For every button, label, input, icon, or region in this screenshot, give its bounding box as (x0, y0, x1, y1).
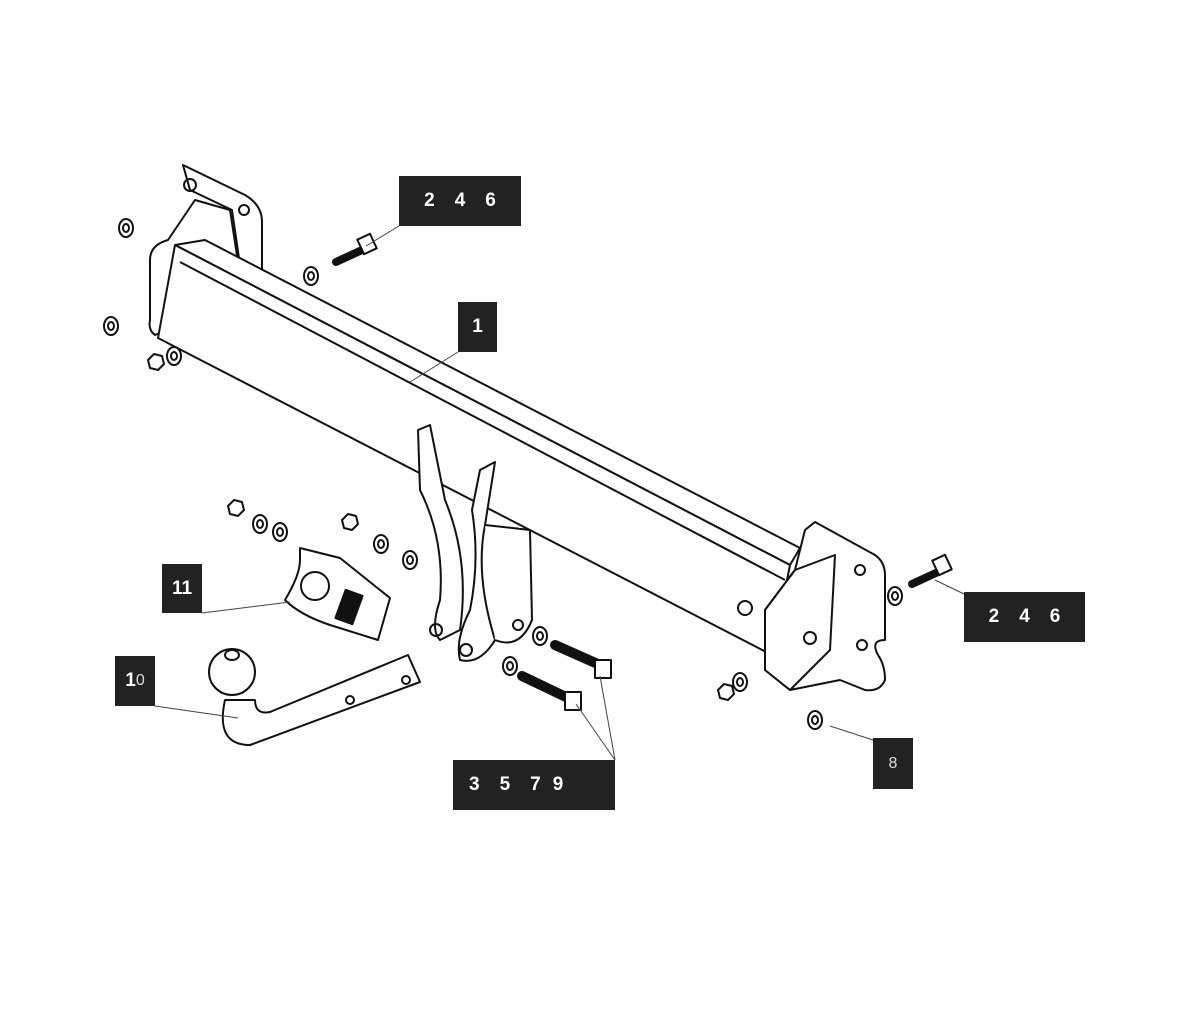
callout-socket-plate: 11 (162, 564, 202, 613)
bolt-top (332, 232, 378, 266)
leader-lines (154, 225, 965, 761)
socket-plate (284, 547, 391, 641)
callout-number: 0 (135, 672, 145, 689)
callout-number: 1 (125, 670, 136, 691)
bolt-bottom-1 (550, 640, 612, 679)
right-mounting-bracket (737, 521, 886, 692)
callout-number: 1 (472, 316, 483, 337)
callout-number: 6 (485, 190, 496, 211)
callout-number: 4 (454, 190, 466, 211)
callout-number: 6 (1049, 606, 1061, 627)
callout-number: 2 (988, 606, 1000, 627)
callout-bolts-right: 2 4 6 (964, 592, 1085, 642)
bolt-right (908, 553, 953, 588)
callout-number: 4 (1019, 606, 1030, 627)
washers (103, 218, 903, 730)
center-brackets (417, 424, 533, 662)
ball-neck (208, 648, 421, 746)
callout-bolts-bottom: 3 5 7 9 (453, 760, 615, 810)
callout-washer: 8 (873, 738, 913, 789)
callout-number: 9 (552, 774, 564, 795)
callout-number: 3 (469, 774, 480, 795)
callout-number: 2 (424, 190, 435, 211)
callout-crossbar: 1 (458, 302, 497, 352)
callout-number: 11 (171, 577, 193, 599)
callout-number: 5 (499, 774, 511, 795)
callout-bolts-top: 2 4 6 (399, 176, 521, 226)
callout-number: 8 (888, 754, 898, 772)
callout-number: 7 (530, 774, 541, 795)
bolt-bottom-2 (517, 671, 582, 711)
